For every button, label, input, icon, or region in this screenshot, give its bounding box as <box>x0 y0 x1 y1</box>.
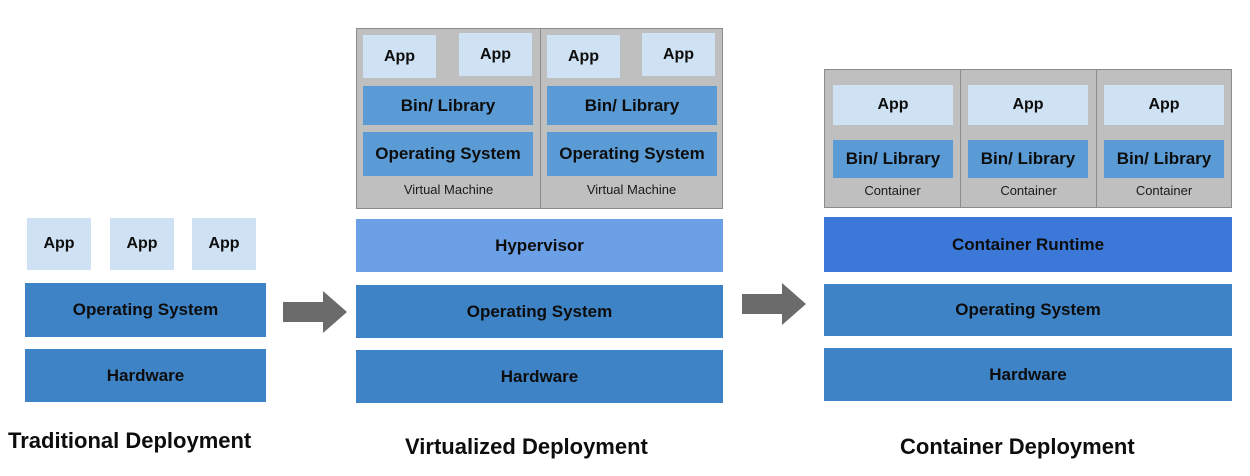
app-box: App <box>547 35 620 78</box>
app-box: App <box>833 85 953 125</box>
operating-system-layer: Operating System <box>25 283 266 337</box>
container-caption: Container <box>1135 183 1193 198</box>
right-arrow-icon <box>742 283 806 325</box>
virtualized-deployment-title: Virtualized Deployment <box>405 434 648 459</box>
operating-system-layer: Operating System <box>547 132 717 176</box>
app-box: App <box>27 218 91 270</box>
bin-library-layer: Bin/ Library <box>547 86 717 125</box>
app-box: App <box>192 218 256 270</box>
bin-library-layer: Bin/ Library <box>1104 140 1224 178</box>
hypervisor-layer: Hypervisor <box>356 219 723 272</box>
container-caption: Container <box>864 183 921 198</box>
app-box: App <box>642 33 715 76</box>
container-deployment-title: Container Deployment <box>900 434 1135 459</box>
container-panel: App Bin/ Library Container <box>960 69 1097 208</box>
bin-library-layer: Bin/ Library <box>363 86 533 125</box>
virtual-machine-caption: Virtual Machine <box>403 182 494 197</box>
operating-system-layer: Operating System <box>824 284 1232 336</box>
app-box: App <box>459 33 532 76</box>
virtual-machine-panel: App App Bin/ Library Operating System Vi… <box>540 28 723 209</box>
hardware-layer: Hardware <box>824 348 1232 401</box>
bin-library-layer: Bin/ Library <box>833 140 953 178</box>
container-runtime-layer: Container Runtime <box>824 217 1232 272</box>
right-arrow-icon <box>283 291 347 333</box>
container-panel: App Bin/ Library Container <box>1096 69 1232 208</box>
app-box: App <box>363 35 436 78</box>
virtual-machine-caption: Virtual Machine <box>586 182 677 197</box>
traditional-deployment-title: Traditional Deployment <box>8 428 252 453</box>
operating-system-layer: Operating System <box>363 132 533 176</box>
app-box: App <box>110 218 174 270</box>
container-panel: App Bin/ Library Container <box>824 69 961 208</box>
container-caption: Container <box>1000 183 1057 198</box>
hardware-layer: Hardware <box>25 349 266 402</box>
operating-system-layer: Operating System <box>356 285 723 338</box>
app-box: App <box>1104 85 1224 125</box>
hardware-layer: Hardware <box>356 350 723 403</box>
virtual-machine-panel: App App Bin/ Library Operating System Vi… <box>356 28 541 209</box>
app-box: App <box>968 85 1088 125</box>
bin-library-layer: Bin/ Library <box>968 140 1088 178</box>
